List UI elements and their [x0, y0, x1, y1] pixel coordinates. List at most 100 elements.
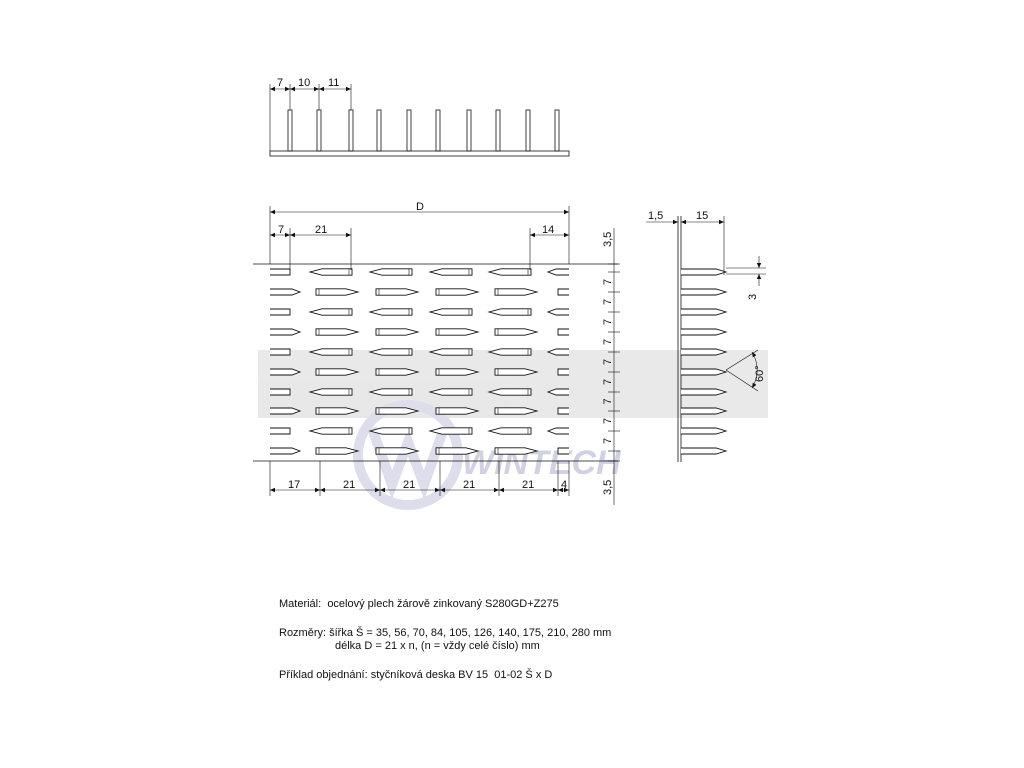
plate-tooth: [428, 427, 473, 435]
edge-tooth: [270, 388, 291, 396]
side-tooth: [681, 288, 728, 296]
plate-tooth: [487, 348, 532, 356]
dim-bottom-2: 21: [343, 479, 355, 491]
plate-tooth: [308, 308, 353, 316]
edge-tooth: [546, 308, 569, 316]
plate-tooth: [428, 268, 473, 276]
edge-tooth: [546, 388, 569, 396]
order-label: Příklad objednání:: [279, 669, 368, 681]
plate-tooth: [494, 328, 539, 336]
dimensions-line-2: délka D = 21 x n, (n = vždy celé číslo) …: [335, 640, 540, 652]
plate-tooth: [368, 268, 413, 276]
dim-right-pitch: 7: [602, 359, 614, 365]
plate-tooth: [428, 388, 473, 396]
plate-tooth: [435, 288, 480, 296]
edge-tooth: [557, 328, 569, 336]
edge-tooth: [557, 447, 569, 455]
dim-bottom-5: 21: [522, 479, 534, 491]
dim-right-top: 3,5: [602, 232, 614, 247]
edge-tooth: [270, 447, 302, 455]
side-tooth: [681, 348, 728, 356]
edge-tooth: [546, 348, 569, 356]
dim-angle: 60°: [754, 365, 766, 382]
edge-tooth: [270, 268, 291, 276]
side-tooth: [681, 368, 728, 376]
plate-tooth: [375, 407, 420, 415]
side-teeth: [681, 268, 728, 455]
edge-tooth: [546, 268, 569, 276]
edge-tooth: [270, 407, 302, 415]
watermark-logo-ring: [353, 400, 463, 510]
side-tooth: [681, 407, 728, 415]
plate-tooth: [487, 388, 532, 396]
dimensions-label: Rozměry:: [279, 627, 327, 639]
dim-right-bottom: 3,5: [602, 480, 614, 495]
order-value: styčníková deska BV 15 01-02 Š x D: [370, 669, 553, 681]
dim-left-offset: 7: [278, 224, 284, 236]
plate-tooth: [428, 348, 473, 356]
plate-tooth: [315, 447, 360, 455]
material-row: Materiál: ocelový plech žárově zinkovaný…: [279, 598, 611, 611]
edge-tooth: [270, 427, 291, 435]
order-row: Příklad objednání: styčníková deska BV 1…: [279, 669, 611, 682]
plate-tooth: [368, 388, 413, 396]
plate-tooth: [368, 427, 413, 435]
dim-top-2: 10: [298, 77, 310, 89]
dim-right-pitch: 7: [602, 398, 614, 404]
plate-tooth: [487, 427, 532, 435]
dim-bottom-6: 4: [561, 479, 567, 491]
dim-bottom-3: 21: [403, 479, 415, 491]
plate-tooth: [428, 308, 473, 316]
specification-notes: Materiál: ocelový plech žárově zinkovaný…: [279, 598, 611, 682]
plate-tooth: [494, 447, 539, 455]
side-tooth: [681, 447, 728, 455]
dim-bottom-1: 17: [288, 479, 300, 491]
watermark-text: WINTECH: [462, 444, 622, 482]
dim-right-pitch: 7: [602, 438, 614, 444]
plate-tooth: [375, 368, 420, 376]
material-label: Materiál:: [279, 598, 322, 610]
plate-tooth: [375, 328, 420, 336]
dim-right-pitch: 7: [602, 319, 614, 325]
right-dim-ticks: [608, 263, 620, 462]
side-tooth: [681, 308, 728, 316]
profile-teeth: [287, 109, 560, 152]
side-tooth: [681, 427, 728, 435]
dim-right-pitch: 7: [602, 339, 614, 345]
dimensions-row-2: délka D = 21 x n, (n = vždy celé číslo) …: [279, 640, 611, 653]
edge-tooth: [270, 348, 291, 356]
edge-tooth: [557, 407, 569, 415]
top-profile-view: 7 10 11: [269, 77, 570, 157]
dim-tooth-length: 15: [696, 210, 708, 222]
profile-tooth: [554, 109, 560, 152]
dim-thickness: 1,5: [648, 210, 663, 222]
edge-tooth: [557, 288, 569, 296]
plate-tooth: [435, 368, 480, 376]
plate-tooth: [435, 328, 480, 336]
dim-right-pitch: 7: [602, 279, 614, 285]
side-tooth: [681, 328, 728, 336]
profile-tooth: [316, 109, 322, 152]
dim-tip: 3: [747, 294, 759, 300]
dim-right-pitch: 7: [602, 299, 614, 305]
dim-span: 21: [315, 224, 327, 236]
plan-teeth: [270, 268, 569, 455]
profile-tooth: [435, 109, 441, 152]
plate-tooth: [315, 407, 360, 415]
profile-tooth: [287, 109, 293, 152]
edge-tooth: [557, 368, 569, 376]
profile-tooth: [348, 109, 354, 152]
material-value: ocelový plech žárově zinkovaný S280GD+Z2…: [327, 598, 559, 610]
dimensions-line-1: šířka Š = 35, 56, 70, 84, 105, 126, 140,…: [329, 627, 612, 639]
dim-top-1: 7: [277, 77, 283, 89]
plate-tooth: [494, 407, 539, 415]
side-tooth: [681, 268, 728, 276]
profile-tooth: [376, 109, 382, 152]
plate-tooth: [315, 288, 360, 296]
dim-right-pitch: 7: [602, 379, 614, 385]
dim-bottom-4: 21: [463, 479, 475, 491]
edge-tooth: [546, 427, 569, 435]
